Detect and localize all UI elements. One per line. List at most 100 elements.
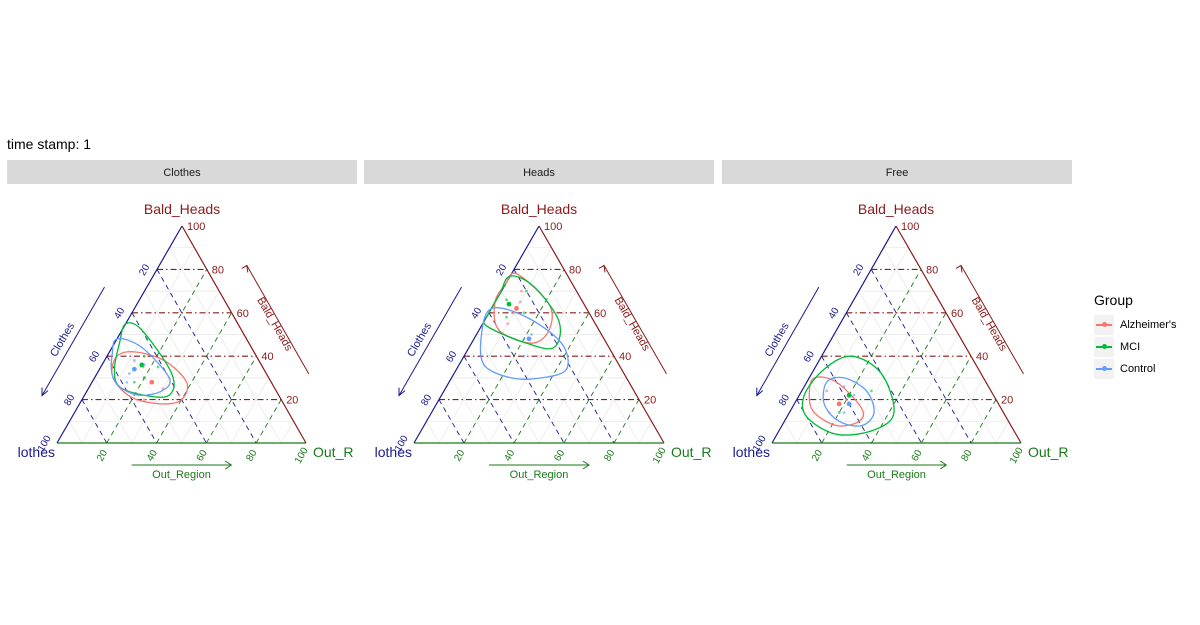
data-point bbox=[142, 354, 146, 358]
arrow-clothes-head bbox=[398, 387, 406, 397]
arrow-heads-head bbox=[955, 264, 963, 273]
tick-out: 20 bbox=[452, 448, 467, 464]
tick-clothes: 80 bbox=[62, 392, 77, 408]
tick-heads: 40 bbox=[976, 351, 988, 363]
data-point bbox=[522, 337, 526, 341]
facet-strip bbox=[7, 160, 357, 184]
grid-minor bbox=[784, 421, 798, 444]
grid-minor bbox=[181, 334, 245, 444]
grid-minor bbox=[995, 421, 1009, 444]
tick-heads: 80 bbox=[569, 264, 581, 276]
grid-clothes bbox=[488, 312, 565, 444]
facet-strip-label: Clothes bbox=[163, 167, 201, 179]
tick-clothes: 60 bbox=[802, 349, 817, 365]
axis-edge-clothes bbox=[56, 225, 183, 444]
facet-strip bbox=[364, 160, 714, 184]
axis-label-heads: Bald_Heads bbox=[254, 295, 295, 353]
legend-item-control: Control bbox=[1094, 358, 1177, 380]
contour-mci bbox=[113, 322, 175, 398]
grid-minor bbox=[438, 247, 552, 444]
data-point bbox=[125, 380, 129, 384]
grid-minor bbox=[280, 421, 294, 444]
grid-out bbox=[563, 355, 615, 444]
grid-out bbox=[156, 312, 232, 444]
axis-label-clothes: Clothes bbox=[763, 320, 792, 359]
data-point bbox=[132, 359, 136, 362]
arrow-clothes bbox=[398, 286, 462, 396]
data-point bbox=[837, 411, 841, 415]
facet-strip-label: Free bbox=[886, 167, 909, 179]
centroid-point bbox=[131, 366, 137, 372]
data-point bbox=[518, 300, 522, 304]
centroid-point bbox=[514, 306, 519, 311]
data-point bbox=[506, 322, 510, 326]
grid-minor bbox=[883, 247, 997, 444]
tick-out: 100 bbox=[651, 445, 669, 465]
legend-label: Alzheimer's bbox=[1120, 319, 1177, 331]
axis-edge-clothes bbox=[413, 225, 540, 444]
tick-heads: 100 bbox=[544, 221, 562, 233]
vertex-title-out: Out_R bbox=[671, 444, 711, 460]
contour-mci bbox=[801, 355, 895, 436]
tick-clothes: 40 bbox=[112, 306, 127, 322]
centroid-point bbox=[846, 392, 852, 398]
grid-minor bbox=[94, 377, 133, 444]
data-point bbox=[530, 333, 533, 336]
centroid-point bbox=[139, 362, 145, 368]
vertex-title-heads: Bald_Heads bbox=[501, 201, 577, 217]
arrow-out-head bbox=[225, 460, 233, 470]
vertex-title-heads: Bald_Heads bbox=[144, 201, 220, 217]
vertex-title-heads: Bald_Heads bbox=[858, 201, 934, 217]
centroid-point bbox=[526, 336, 532, 342]
vertex-title-out: Out_R bbox=[313, 444, 353, 460]
vertex-title-out: Out_R bbox=[1028, 444, 1068, 460]
data-point bbox=[852, 393, 856, 397]
arrow-heads-head bbox=[598, 264, 606, 273]
axis-edge-heads bbox=[538, 225, 665, 444]
grid-minor bbox=[476, 334, 540, 444]
data-point bbox=[127, 372, 131, 375]
grid-minor bbox=[451, 377, 490, 444]
grid-minor bbox=[69, 421, 83, 444]
grid-minor bbox=[119, 334, 182, 444]
tick-heads: 20 bbox=[644, 395, 656, 407]
data-point bbox=[842, 411, 846, 415]
page-title: time stamp: 1 bbox=[7, 136, 92, 152]
panel-heads: Heads202020404040606060808080100100100Ba… bbox=[364, 160, 714, 481]
data-point bbox=[177, 393, 181, 397]
legend-item-alzheimers: Alzheimer's bbox=[1094, 314, 1177, 336]
data-point bbox=[142, 398, 146, 401]
tick-out: 80 bbox=[959, 448, 974, 464]
grid-minor bbox=[169, 247, 282, 444]
axis-label-clothes: Clothes bbox=[405, 320, 434, 359]
axis-edge-heads bbox=[895, 225, 1022, 444]
legend-label: Control bbox=[1120, 363, 1156, 375]
tick-clothes: 20 bbox=[137, 262, 152, 278]
data-point bbox=[525, 289, 528, 293]
grid-minor bbox=[488, 290, 577, 444]
tick-heads: 80 bbox=[926, 264, 938, 276]
facet-strip-label: Heads bbox=[523, 167, 555, 179]
tick-out: 40 bbox=[502, 448, 517, 464]
axis-edge-clothes bbox=[771, 225, 897, 444]
data-point bbox=[520, 289, 523, 293]
contour-control bbox=[822, 376, 875, 427]
arrow-out-head bbox=[940, 460, 948, 470]
data-point bbox=[825, 389, 829, 393]
tick-out: 80 bbox=[602, 448, 617, 464]
data-point bbox=[522, 311, 526, 315]
tick-heads: 60 bbox=[237, 308, 249, 320]
tick-clothes: 80 bbox=[777, 392, 792, 408]
arrow-heads bbox=[603, 265, 667, 375]
contour-control bbox=[479, 307, 569, 380]
axis-label-out: Out_Region bbox=[510, 469, 569, 481]
axis-label-out: Out_Region bbox=[867, 469, 926, 481]
tick-heads: 40 bbox=[261, 351, 273, 363]
arrow-heads bbox=[960, 265, 1024, 375]
tick-out: 20 bbox=[95, 448, 110, 464]
tick-out: 60 bbox=[195, 448, 210, 464]
data-point bbox=[132, 380, 136, 384]
centroid-point bbox=[836, 401, 842, 407]
tick-clothes: 60 bbox=[444, 349, 459, 365]
axis-label-clothes: Clothes bbox=[48, 320, 77, 359]
